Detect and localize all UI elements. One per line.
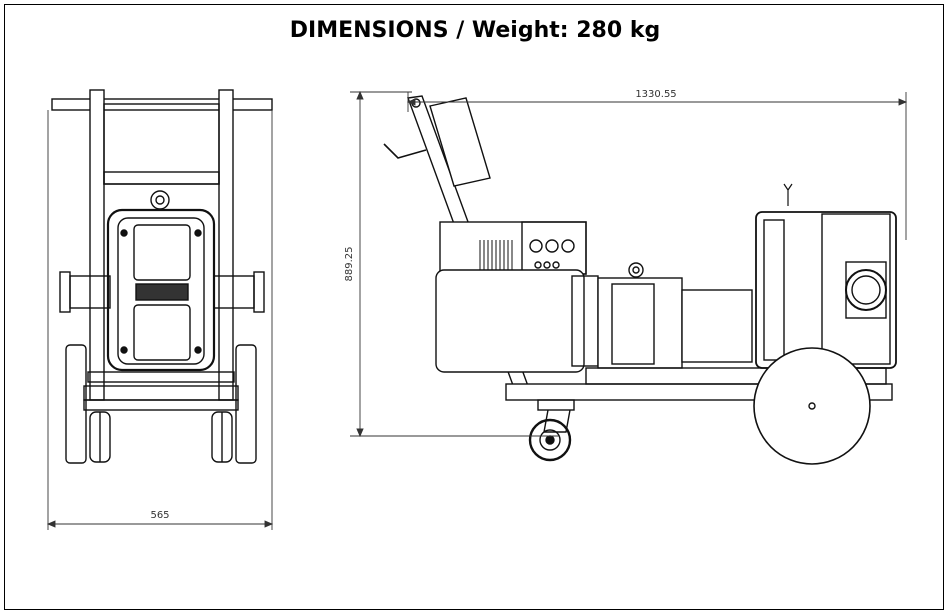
front-view <box>51 89 273 464</box>
page-title: DIMENSIONS / Weight: 280 kg <box>289 18 661 43</box>
side-height-label: 889.25 <box>344 247 355 282</box>
front-width-label: 565 <box>150 510 169 521</box>
side-height-dimension <box>350 90 560 438</box>
side-view <box>383 95 897 465</box>
side-length-dimension <box>406 92 908 240</box>
side-length-label: 1330.55 <box>635 89 676 100</box>
front-width-dimension <box>46 110 274 530</box>
